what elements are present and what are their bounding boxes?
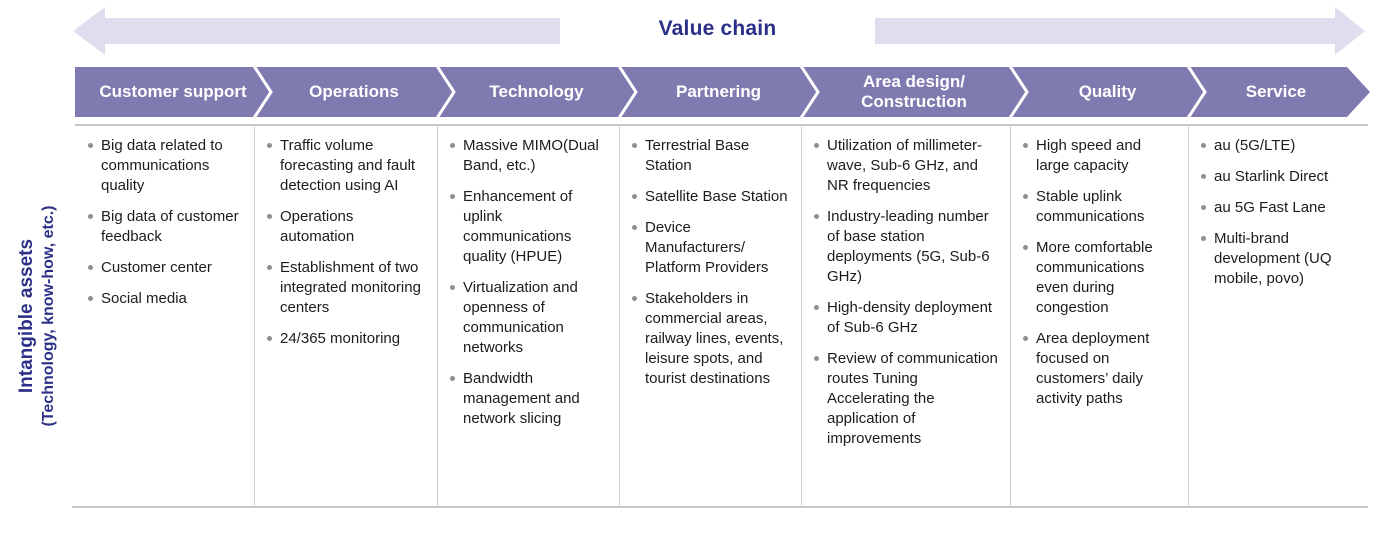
intangible-assets-label: Intangible assets (Technology, know-how,… bbox=[16, 205, 58, 426]
band-label-area-design: Area design/ Construction bbox=[861, 71, 967, 111]
column-divider bbox=[437, 124, 438, 508]
right-arrow-icon bbox=[875, 7, 1365, 55]
list-item: Bandwidth management and network slicing bbox=[450, 369, 607, 429]
chevron-separator-icon bbox=[1186, 67, 1207, 117]
bullet-icon bbox=[814, 356, 819, 361]
list-item: Big data of customer feedback bbox=[88, 207, 242, 247]
bullet-icon bbox=[88, 296, 93, 301]
list-item: Virtualization and openness of communica… bbox=[450, 278, 607, 358]
list-item: Review of communication routes Tuning Ac… bbox=[814, 349, 998, 449]
bullet-icon bbox=[267, 336, 272, 341]
list-item: Operations automation bbox=[267, 207, 425, 247]
bullet-icon bbox=[450, 143, 455, 148]
band-label-quality: Quality bbox=[1078, 81, 1137, 101]
column-technology: Massive MIMO(Dual Band, etc.) Enhancemen… bbox=[450, 136, 607, 440]
list-item: Social media bbox=[88, 289, 242, 309]
column-quality: High speed and large capacity Stable upl… bbox=[1023, 136, 1176, 420]
list-item: Terrestrial Base Station bbox=[632, 136, 789, 176]
bullet-icon bbox=[632, 296, 637, 301]
bullet-icon bbox=[1201, 236, 1206, 241]
bullet-icon bbox=[814, 143, 819, 148]
intangible-assets-line2: (Technology, know-how, etc.) bbox=[39, 205, 57, 427]
column-divider bbox=[1188, 124, 1189, 508]
bullet-icon bbox=[1023, 245, 1028, 250]
list-item: au 5G Fast Lane bbox=[1201, 198, 1356, 218]
bullet-icon bbox=[1201, 205, 1206, 210]
bullet-icon bbox=[88, 214, 93, 219]
list-item: Massive MIMO(Dual Band, etc.) bbox=[450, 136, 607, 176]
list-item: au Starlink Direct bbox=[1201, 167, 1356, 187]
band-label-customer-support: Customer support bbox=[99, 81, 247, 101]
band-label-partnering: Partnering bbox=[675, 81, 762, 101]
list-item: au (5G/LTE) bbox=[1201, 136, 1356, 156]
bullet-icon bbox=[450, 376, 455, 381]
list-item: High-density deployment of Sub-6 GHz bbox=[814, 298, 998, 338]
bullet-icon bbox=[267, 214, 272, 219]
bullet-icon bbox=[632, 194, 637, 199]
list-item: Traffic volume forecasting and fault det… bbox=[267, 136, 425, 196]
list-item: Establishment of two integrated monitori… bbox=[267, 258, 425, 318]
list-item: Big data related to communications quali… bbox=[88, 136, 242, 196]
column-partnering: Terrestrial Base Station Satellite Base … bbox=[632, 136, 789, 400]
value-chain-title: Value chain bbox=[658, 17, 777, 40]
column-operations: Traffic volume forecasting and fault det… bbox=[267, 136, 425, 360]
bullet-icon bbox=[88, 143, 93, 148]
bullet-icon bbox=[450, 194, 455, 199]
band-label-technology: Technology bbox=[489, 81, 584, 101]
column-customer-support: Big data related to communications quali… bbox=[88, 136, 242, 320]
chevron-separator-icon bbox=[799, 67, 820, 117]
column-divider bbox=[254, 124, 255, 508]
list-item: More comfortable communications even dur… bbox=[1023, 238, 1176, 318]
list-item: 24/365 monitoring bbox=[267, 329, 425, 349]
list-item: Satellite Base Station bbox=[632, 187, 789, 207]
bullet-icon bbox=[814, 305, 819, 310]
column-divider bbox=[801, 124, 802, 508]
list-item: Customer center bbox=[88, 258, 242, 278]
bullet-icon bbox=[632, 225, 637, 230]
bullet-icon bbox=[814, 214, 819, 219]
list-item: Stable uplink communications bbox=[1023, 187, 1176, 227]
table-top-border bbox=[75, 124, 1368, 126]
bullet-icon bbox=[1023, 143, 1028, 148]
list-item: High speed and large capacity bbox=[1023, 136, 1176, 176]
list-item: Industry-leading number of base station … bbox=[814, 207, 998, 287]
column-divider bbox=[619, 124, 620, 508]
column-divider bbox=[1010, 124, 1011, 508]
intangible-assets-line1: Intangible assets bbox=[16, 238, 38, 394]
list-item: Multi-brand development (UQ mobile, povo… bbox=[1201, 229, 1356, 289]
band-label-service: Service bbox=[1245, 81, 1307, 101]
bullet-icon bbox=[88, 265, 93, 270]
bullet-icon bbox=[632, 143, 637, 148]
chevron-separator-icon bbox=[617, 67, 638, 117]
process-chevron-band: Customer support Operations Technology P… bbox=[75, 67, 1370, 117]
bullet-icon bbox=[1023, 336, 1028, 341]
bullet-icon bbox=[1023, 194, 1028, 199]
column-service: au (5G/LTE) au Starlink Direct au 5G Fas… bbox=[1201, 136, 1356, 300]
bullet-icon bbox=[1201, 143, 1206, 148]
left-arrow-icon bbox=[73, 7, 560, 55]
bullet-icon bbox=[267, 143, 272, 148]
list-item: Utilization of millimeter-wave, Sub-6 GH… bbox=[814, 136, 998, 196]
list-item: Device Manufacturers/ Platform Providers bbox=[632, 218, 789, 278]
chevron-separator-icon bbox=[1008, 67, 1029, 117]
bullet-icon bbox=[1201, 174, 1206, 179]
chevron-separator-icon bbox=[252, 67, 273, 117]
band-label-operations: Operations bbox=[309, 81, 399, 101]
list-item: Enhancement of uplink communications qua… bbox=[450, 187, 607, 267]
bullet-icon bbox=[267, 265, 272, 270]
column-area-design: Utilization of millimeter-wave, Sub-6 GH… bbox=[814, 136, 998, 460]
bullet-icon bbox=[450, 285, 455, 290]
table-bottom-border bbox=[72, 506, 1368, 508]
chevron-separator-icon bbox=[435, 67, 456, 117]
list-item: Area deployment focused on customers’ da… bbox=[1023, 329, 1176, 409]
list-item: Stakeholders in commercial areas, railwa… bbox=[632, 289, 789, 389]
